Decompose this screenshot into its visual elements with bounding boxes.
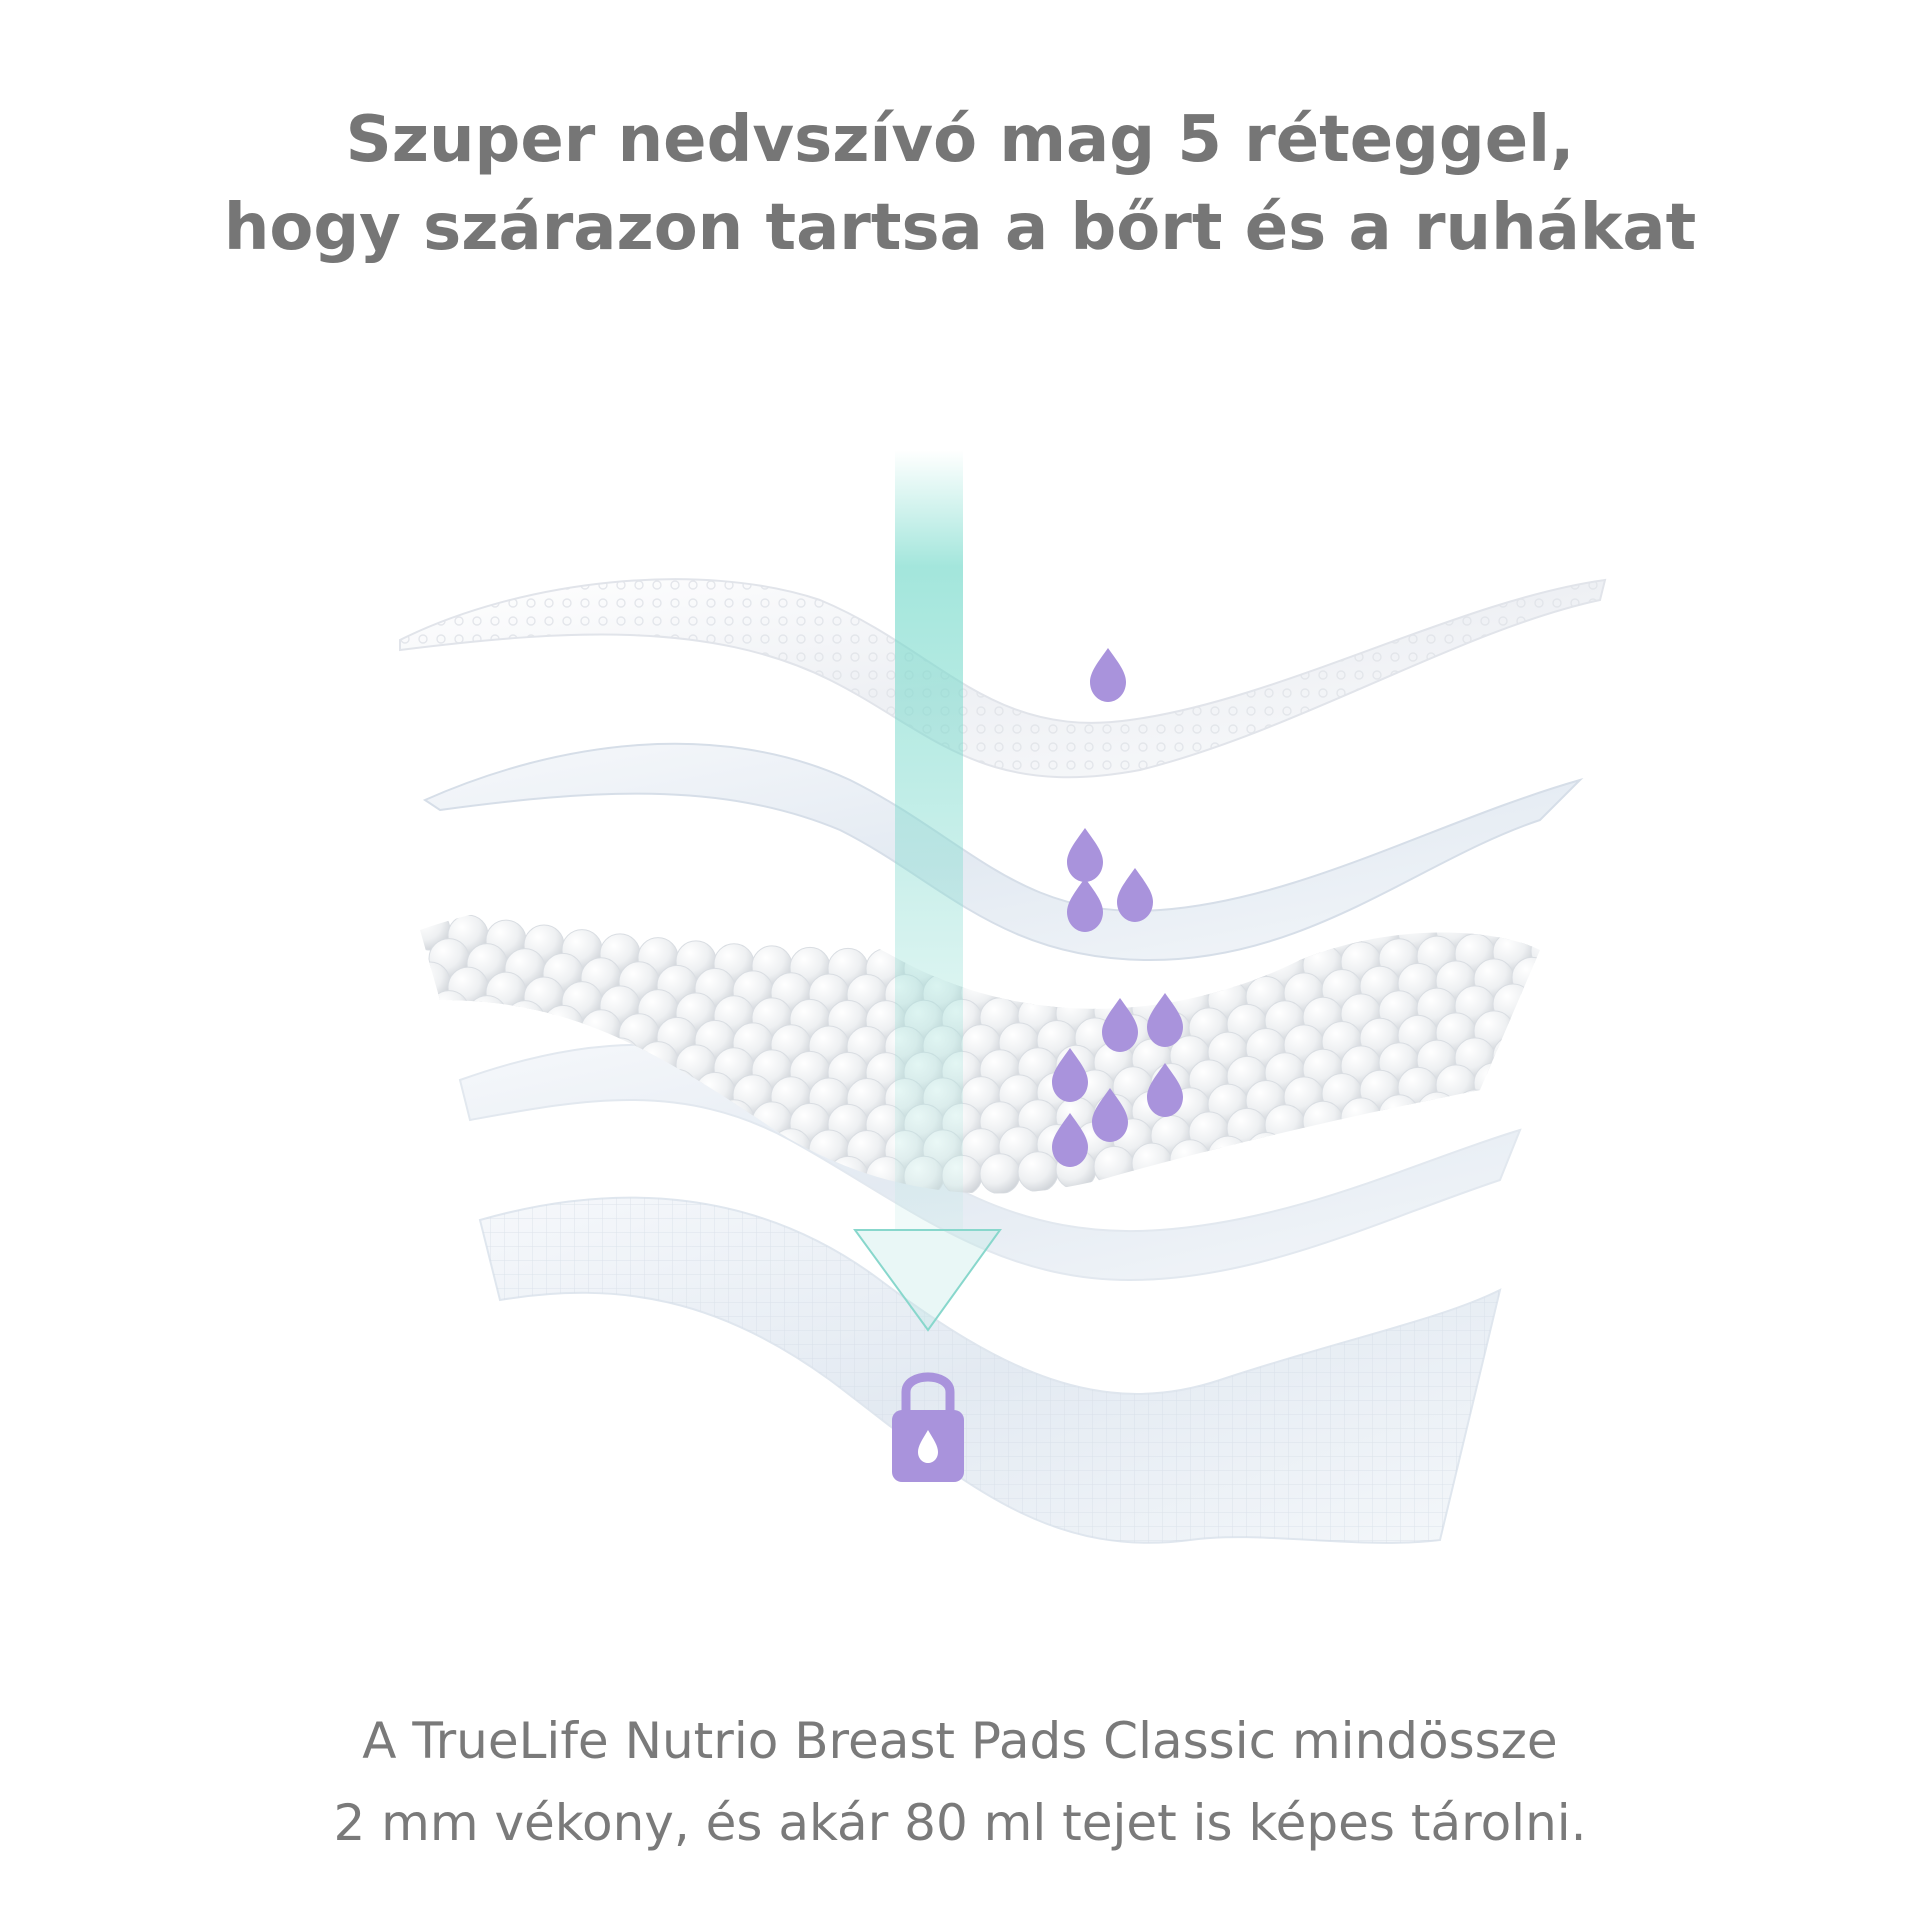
bead: [1207, 1135, 1249, 1177]
drops-group: [1052, 648, 1183, 1167]
drop-icon: [1117, 868, 1153, 922]
bead: [751, 1153, 793, 1194]
bead: [1416, 1091, 1458, 1133]
bead: [713, 1151, 755, 1193]
bead: [1093, 1145, 1135, 1187]
bead: [428, 1042, 470, 1084]
layer-bottom-barrier: [478, 1196, 1502, 1544]
bead: [1530, 982, 1540, 1024]
bead: [1492, 1035, 1534, 1077]
bead: [542, 1004, 584, 1046]
footer-text: A TrueLife Nutrio Breast Pads Classic mi…: [0, 1700, 1920, 1864]
bead: [1245, 1132, 1287, 1174]
bead: [428, 990, 470, 1032]
bead: [523, 1132, 565, 1174]
drop-icon: [1052, 1113, 1088, 1167]
bead: [1017, 1151, 1059, 1193]
headline: Szuper nedvszívó mag 5 réteggel, hogy sz…: [0, 96, 1920, 272]
bead: [1492, 1087, 1534, 1129]
bead: [420, 1117, 451, 1159]
bead: [504, 1000, 546, 1042]
bead: [485, 1127, 527, 1169]
bead: [675, 1148, 717, 1190]
bead: [789, 1154, 831, 1194]
bead: [420, 1065, 451, 1107]
bead: [1454, 1089, 1496, 1131]
bead: [1530, 1034, 1540, 1076]
layer-second-sheet: [422, 742, 1584, 962]
bead: [599, 1141, 641, 1183]
bead: [656, 1120, 698, 1162]
drop-icon: [1147, 1063, 1183, 1117]
bead: [1131, 1142, 1173, 1184]
bead: [732, 1126, 774, 1168]
bead: [1150, 958, 1192, 1000]
footer-line-1: A TrueLife Nutrio Breast Pads Classic mi…: [362, 1712, 1558, 1770]
bead: [580, 1009, 622, 1051]
bead: [979, 1153, 1021, 1194]
bead: [1435, 1064, 1477, 1106]
drop-icon: [1067, 828, 1103, 882]
bead: [1530, 930, 1540, 972]
bead: [1378, 1094, 1420, 1136]
bead: [1188, 955, 1230, 997]
bead: [1283, 1128, 1325, 1170]
bead: [1511, 1008, 1540, 1050]
bead: [1511, 1060, 1540, 1102]
bead: [1321, 1125, 1363, 1167]
bead: [1036, 968, 1078, 1010]
drop-icon: [1052, 1048, 1088, 1102]
bead: [542, 1108, 584, 1150]
bead: [1264, 1104, 1306, 1146]
bead: [1359, 1121, 1401, 1163]
drop-icon: [1090, 648, 1126, 702]
bead: [485, 1023, 527, 1065]
drop-icon: [1092, 1088, 1128, 1142]
bead: [1017, 943, 1059, 985]
bead: [447, 1018, 489, 1060]
drop-icon: [1067, 878, 1103, 932]
headline-line-2: hogy szárazon tartsa a bőrt és a ruhákat: [223, 191, 1697, 265]
bead: [561, 1137, 603, 1179]
bead: [580, 1113, 622, 1155]
layer-top-textured: [399, 578, 1607, 779]
bead: [1530, 1086, 1540, 1128]
bead: [979, 945, 1021, 987]
bead: [1112, 962, 1154, 1004]
bead: [1169, 1139, 1211, 1181]
footer-line-2: 2 mm vékony, és akár 80 ml tejet is képe…: [333, 1794, 1587, 1852]
bead: [420, 1013, 451, 1055]
lock-drop-icon: [892, 1372, 964, 1482]
bead: [1302, 1100, 1344, 1142]
bead: [1511, 904, 1540, 946]
bead: [466, 995, 508, 1037]
bead: [1473, 1062, 1515, 1104]
bead: [447, 1122, 489, 1164]
bead: [618, 1117, 660, 1159]
bead: [1397, 1118, 1439, 1160]
drop-icon: [1147, 993, 1183, 1047]
bead: [694, 1123, 736, 1165]
bead: [1340, 1097, 1382, 1139]
bead: [1074, 965, 1116, 1007]
bead: [428, 1094, 470, 1136]
bead: [637, 1145, 679, 1187]
drop-icon: [1102, 998, 1138, 1052]
absorption-arrow: [853, 450, 1002, 1332]
headline-line-1: Szuper nedvszívó mag 5 réteggel,: [345, 103, 1575, 177]
